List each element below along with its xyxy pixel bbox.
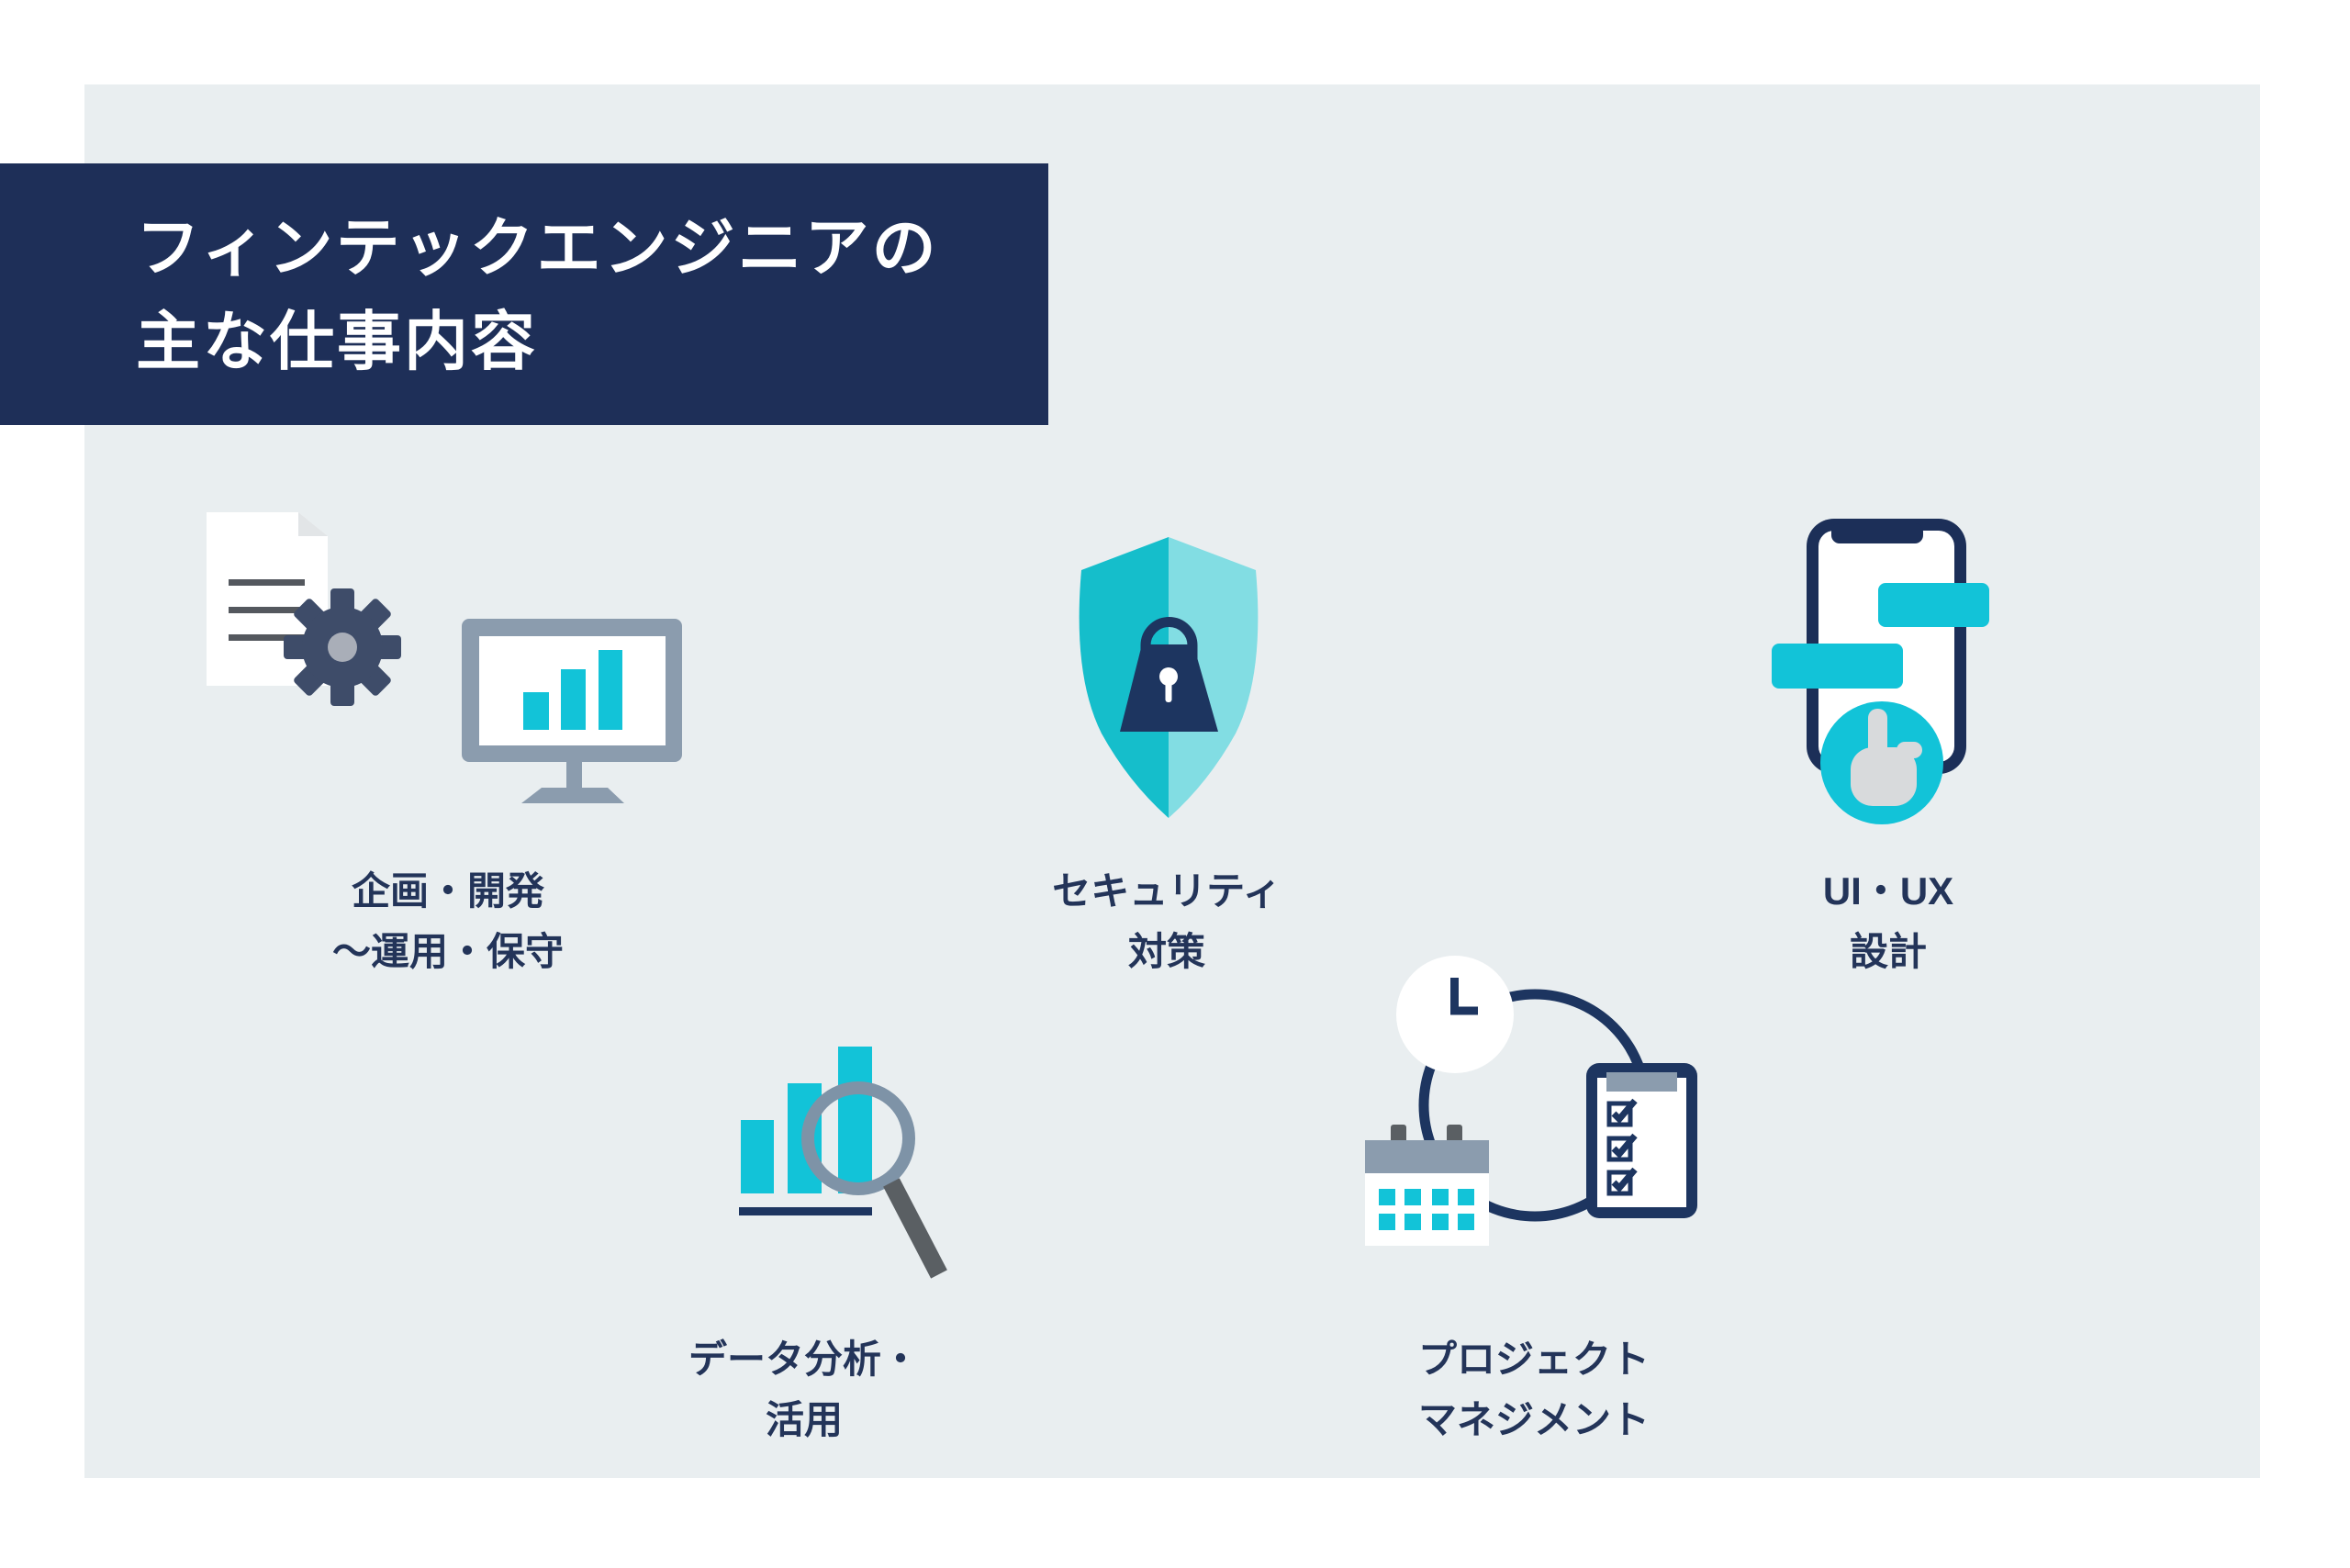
title-banner: フィンテックエンジニアの 主な仕事内容: [0, 163, 1048, 425]
page-title-line1: フィンテックエンジニアの: [136, 211, 939, 284]
calendar-icon: [1365, 1125, 1489, 1246]
smartphone-touch-icon: [1772, 519, 1989, 824]
clipboard-icon: [1586, 1063, 1697, 1218]
label-ui-ux: UI・UX 設計: [1822, 869, 1954, 973]
phone-notch: [1831, 523, 1923, 543]
magnifier-handle: [883, 1178, 947, 1279]
lock-shackle: [1140, 617, 1198, 667]
label-project-management: プロジェクト マネジメント: [1417, 1338, 1650, 1441]
bar-chart-magnifier-icon: [739, 1047, 947, 1279]
label-security: セキュリティ 対策: [1052, 869, 1281, 973]
monitor-bar-chart-icon: [462, 619, 682, 803]
document-gear-icon: [207, 512, 401, 706]
gear-icon: [284, 588, 401, 706]
magnifier-ring: [801, 1081, 915, 1195]
checklist: [1606, 1098, 1638, 1196]
label-plan-dev: 企画・開発 〜運用・保守: [331, 869, 564, 973]
pointing-finger: [1851, 709, 1922, 806]
label-data-analysis: データ分析・ 活用: [688, 1338, 920, 1441]
shield-lock-icon: [1079, 537, 1259, 818]
clock-icon: [1396, 956, 1514, 1073]
page-title-line2: 主な仕事内容: [136, 305, 538, 377]
ui-block-right: [1878, 583, 1989, 627]
clock-calendar-clipboard-icon: [1365, 956, 1697, 1246]
ui-block-left: [1772, 644, 1903, 689]
